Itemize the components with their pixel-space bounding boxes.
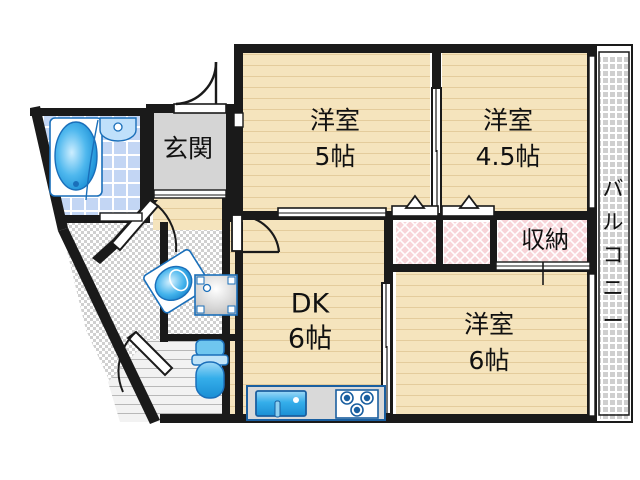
label-washitsu45-main: 洋室 [483,106,533,135]
label-washitsu45-sub: 4.5帖 [476,142,541,171]
wall-sanitary-diag2 [92,239,120,264]
label-oshiire: 収納 [521,226,569,254]
balcony-floor [600,55,628,420]
label-washitsu6-main: 洋室 [464,310,514,339]
entrance-door[interactable] [173,61,227,114]
closet-a-door[interactable] [391,194,439,217]
wall-closet-div2 [490,216,497,268]
wall-bath-top [30,108,148,116]
genkan-floor [153,110,230,195]
openings [588,55,596,417]
label-washitsu5-sub: 5帖 [315,142,356,171]
wall-bottom-right [384,414,596,423]
window-balcony-upper [588,55,596,209]
dk-bedroom6-door[interactable] [381,282,392,415]
closet-b-door[interactable] [441,194,495,217]
label-dk-sub: 6帖 [288,324,332,355]
balcony-frame [595,44,633,423]
wash-basin-icon [194,274,238,316]
washitsu5-left-opening [233,112,244,128]
dk-floor [222,196,384,422]
label-balcony-1: ル [603,210,624,234]
bedroom-partition[interactable] [431,87,442,215]
closet-b-fill [444,222,492,270]
room-labels: 洋室 5帖 洋室 4.5帖 DK 6帖 洋室 6帖 玄関 収納 バ ル コ ニ … [163,106,624,375]
bathtub-icon [49,117,103,197]
label-washitsu6-sub: 6帖 [469,346,510,375]
wall-slant-upper [30,106,68,231]
washitsu6-floor [396,268,590,422]
wall-bath-right [140,108,149,220]
label-balcony-0: バ [603,177,624,201]
washing-machine-icon [191,339,229,399]
wall-laundry-right [235,222,243,422]
toilet-door[interactable] [117,330,174,393]
wall-top [234,44,596,53]
label-balcony-3: ニ [603,276,624,300]
label-balcony-4: ー [603,309,624,333]
sanitary-door[interactable] [110,198,178,253]
wall-slant-lower [58,228,160,424]
kitchen-counter [246,385,386,421]
label-dk-main: DK [291,289,331,320]
oshiire-fill [498,218,590,268]
fixtures [49,117,386,421]
bath-door[interactable] [99,212,143,222]
wall-closet-div1 [436,216,443,268]
toilet-icon [143,249,211,314]
washitsu45-floor [442,50,590,216]
washitsu5-floor [240,50,430,216]
wall-genkan-left [146,104,154,200]
genkan-hall-opening[interactable] [153,189,227,199]
label-balcony-2: コ [603,243,624,267]
wall-toilet-bottom [160,334,168,342]
gas-stove-icon [335,389,379,419]
washitsu5-opening[interactable] [277,207,387,218]
label-genkan: 玄関 [163,134,213,163]
kitchen-sink-icon [255,390,307,418]
wall-toilet-sep [168,334,236,341]
oshiire-doors[interactable] [495,261,591,285]
window-balcony-lower [588,273,596,417]
closet-a-fill [396,222,438,270]
label-washitsu5-main: 洋室 [310,106,360,135]
wall-left-bedroom [234,44,243,219]
genkan-dk-door[interactable] [231,214,281,254]
doors [99,61,591,415]
wall-genkan-right [226,104,234,222]
shower-basin-icon [85,117,137,201]
